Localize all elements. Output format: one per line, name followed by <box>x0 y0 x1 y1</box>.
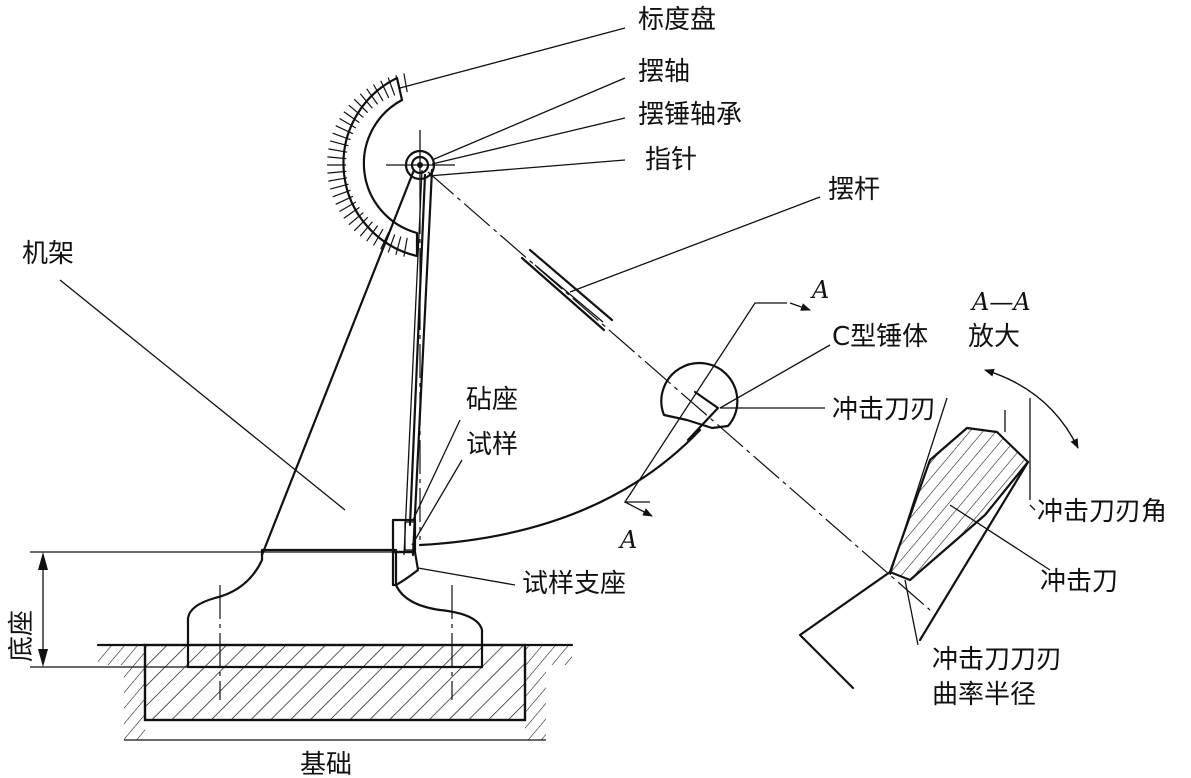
label-anvil: 砧座 <box>466 385 518 415</box>
section-view-enlarged <box>798 368 1079 690</box>
dial-tick <box>387 234 396 253</box>
dial-tick <box>403 237 408 257</box>
dial-tick <box>395 236 402 255</box>
label-hammer-bearing: 摆锤轴承 <box>638 100 742 130</box>
label-edge-radius-2: 曲率半径 <box>932 680 1036 710</box>
dial-tick <box>348 104 364 118</box>
label-striker-angle: 冲击刀刃角 <box>1037 497 1167 527</box>
dial-tick <box>395 75 402 94</box>
dial-tick <box>327 156 347 160</box>
label-foundation: 基础 <box>300 750 352 778</box>
label-pendulum-rod: 摆杆 <box>828 175 880 205</box>
dial-tick <box>380 231 390 250</box>
dial-tick <box>330 183 349 190</box>
label-striker-edge: 冲击刀刃 <box>832 395 936 425</box>
label-dial: 标度盘 <box>638 5 716 35</box>
label-section-title: A—A <box>970 288 1031 316</box>
label-section-mark-bottom: A <box>618 526 637 554</box>
foundation-block <box>143 643 527 722</box>
label-pointer: 指针 <box>645 145 697 175</box>
pointer-needle <box>408 173 427 527</box>
label-specimen-support: 试样支座 <box>522 569 626 599</box>
c-hammer-body <box>418 361 739 547</box>
specimen <box>404 521 416 551</box>
dial-tick <box>372 84 384 102</box>
dial-tick <box>353 216 369 232</box>
dial-tick <box>339 201 357 213</box>
dial-tick <box>327 170 347 174</box>
label-striker: 冲击刀 <box>1040 567 1118 597</box>
pendulum-rod <box>427 171 931 611</box>
label-section-mark-top: A <box>810 276 829 304</box>
dial-tick <box>348 212 364 226</box>
dial-tick <box>387 77 396 96</box>
dial-tick <box>328 148 348 153</box>
section-line-a <box>623 302 811 517</box>
dial-tick <box>343 206 360 219</box>
label-edge-radius-1: 冲击刀刀刃 <box>932 645 1062 675</box>
ground-hatch-right <box>525 645 572 665</box>
base-body <box>186 548 484 700</box>
anvil-specimen <box>391 518 420 587</box>
base-height-dimension <box>30 551 400 668</box>
pit-wall-right <box>525 665 546 740</box>
dial-tick <box>330 140 349 147</box>
dial-tick <box>339 117 357 129</box>
specimen-support <box>391 550 420 587</box>
pendulum-pivot <box>386 130 455 200</box>
dial-tick <box>343 111 360 124</box>
dial-ticks <box>327 73 408 257</box>
dial-tick <box>380 80 390 99</box>
dial-tick <box>332 132 351 141</box>
dial-tick <box>353 98 369 114</box>
dial-tick <box>328 177 348 182</box>
pit-wall-left <box>124 665 145 740</box>
dial-tick <box>359 221 373 237</box>
label-c-hammer: C型锤体 <box>832 322 928 352</box>
dial-tick <box>335 125 354 135</box>
leader-lines <box>59 27 1051 646</box>
dial-tick <box>366 88 379 105</box>
label-section-zoom: 放大 <box>968 322 1020 352</box>
dial-tick <box>359 93 373 109</box>
dial-tick <box>403 73 408 93</box>
dial-tick <box>332 189 351 198</box>
dial-tick <box>335 195 354 205</box>
striker-blade-hatch <box>890 428 1028 580</box>
frame-body <box>260 168 434 557</box>
label-specimen: 试样 <box>466 430 518 460</box>
dial-tick <box>372 228 384 246</box>
dial-tick <box>366 225 379 242</box>
label-pendulum-axis: 摆轴 <box>638 57 690 87</box>
ground-hatch-left <box>98 645 145 665</box>
label-frame: 机架 <box>22 239 74 269</box>
foundation <box>96 643 574 741</box>
labels: 标度盘 摆轴 摆锤轴承 指针 摆杆 机架 C型锤体 冲击刀刃 砧座 试样 试样支… <box>7 5 1167 778</box>
dial-scale <box>327 73 419 258</box>
label-base: 底座 <box>7 610 37 662</box>
